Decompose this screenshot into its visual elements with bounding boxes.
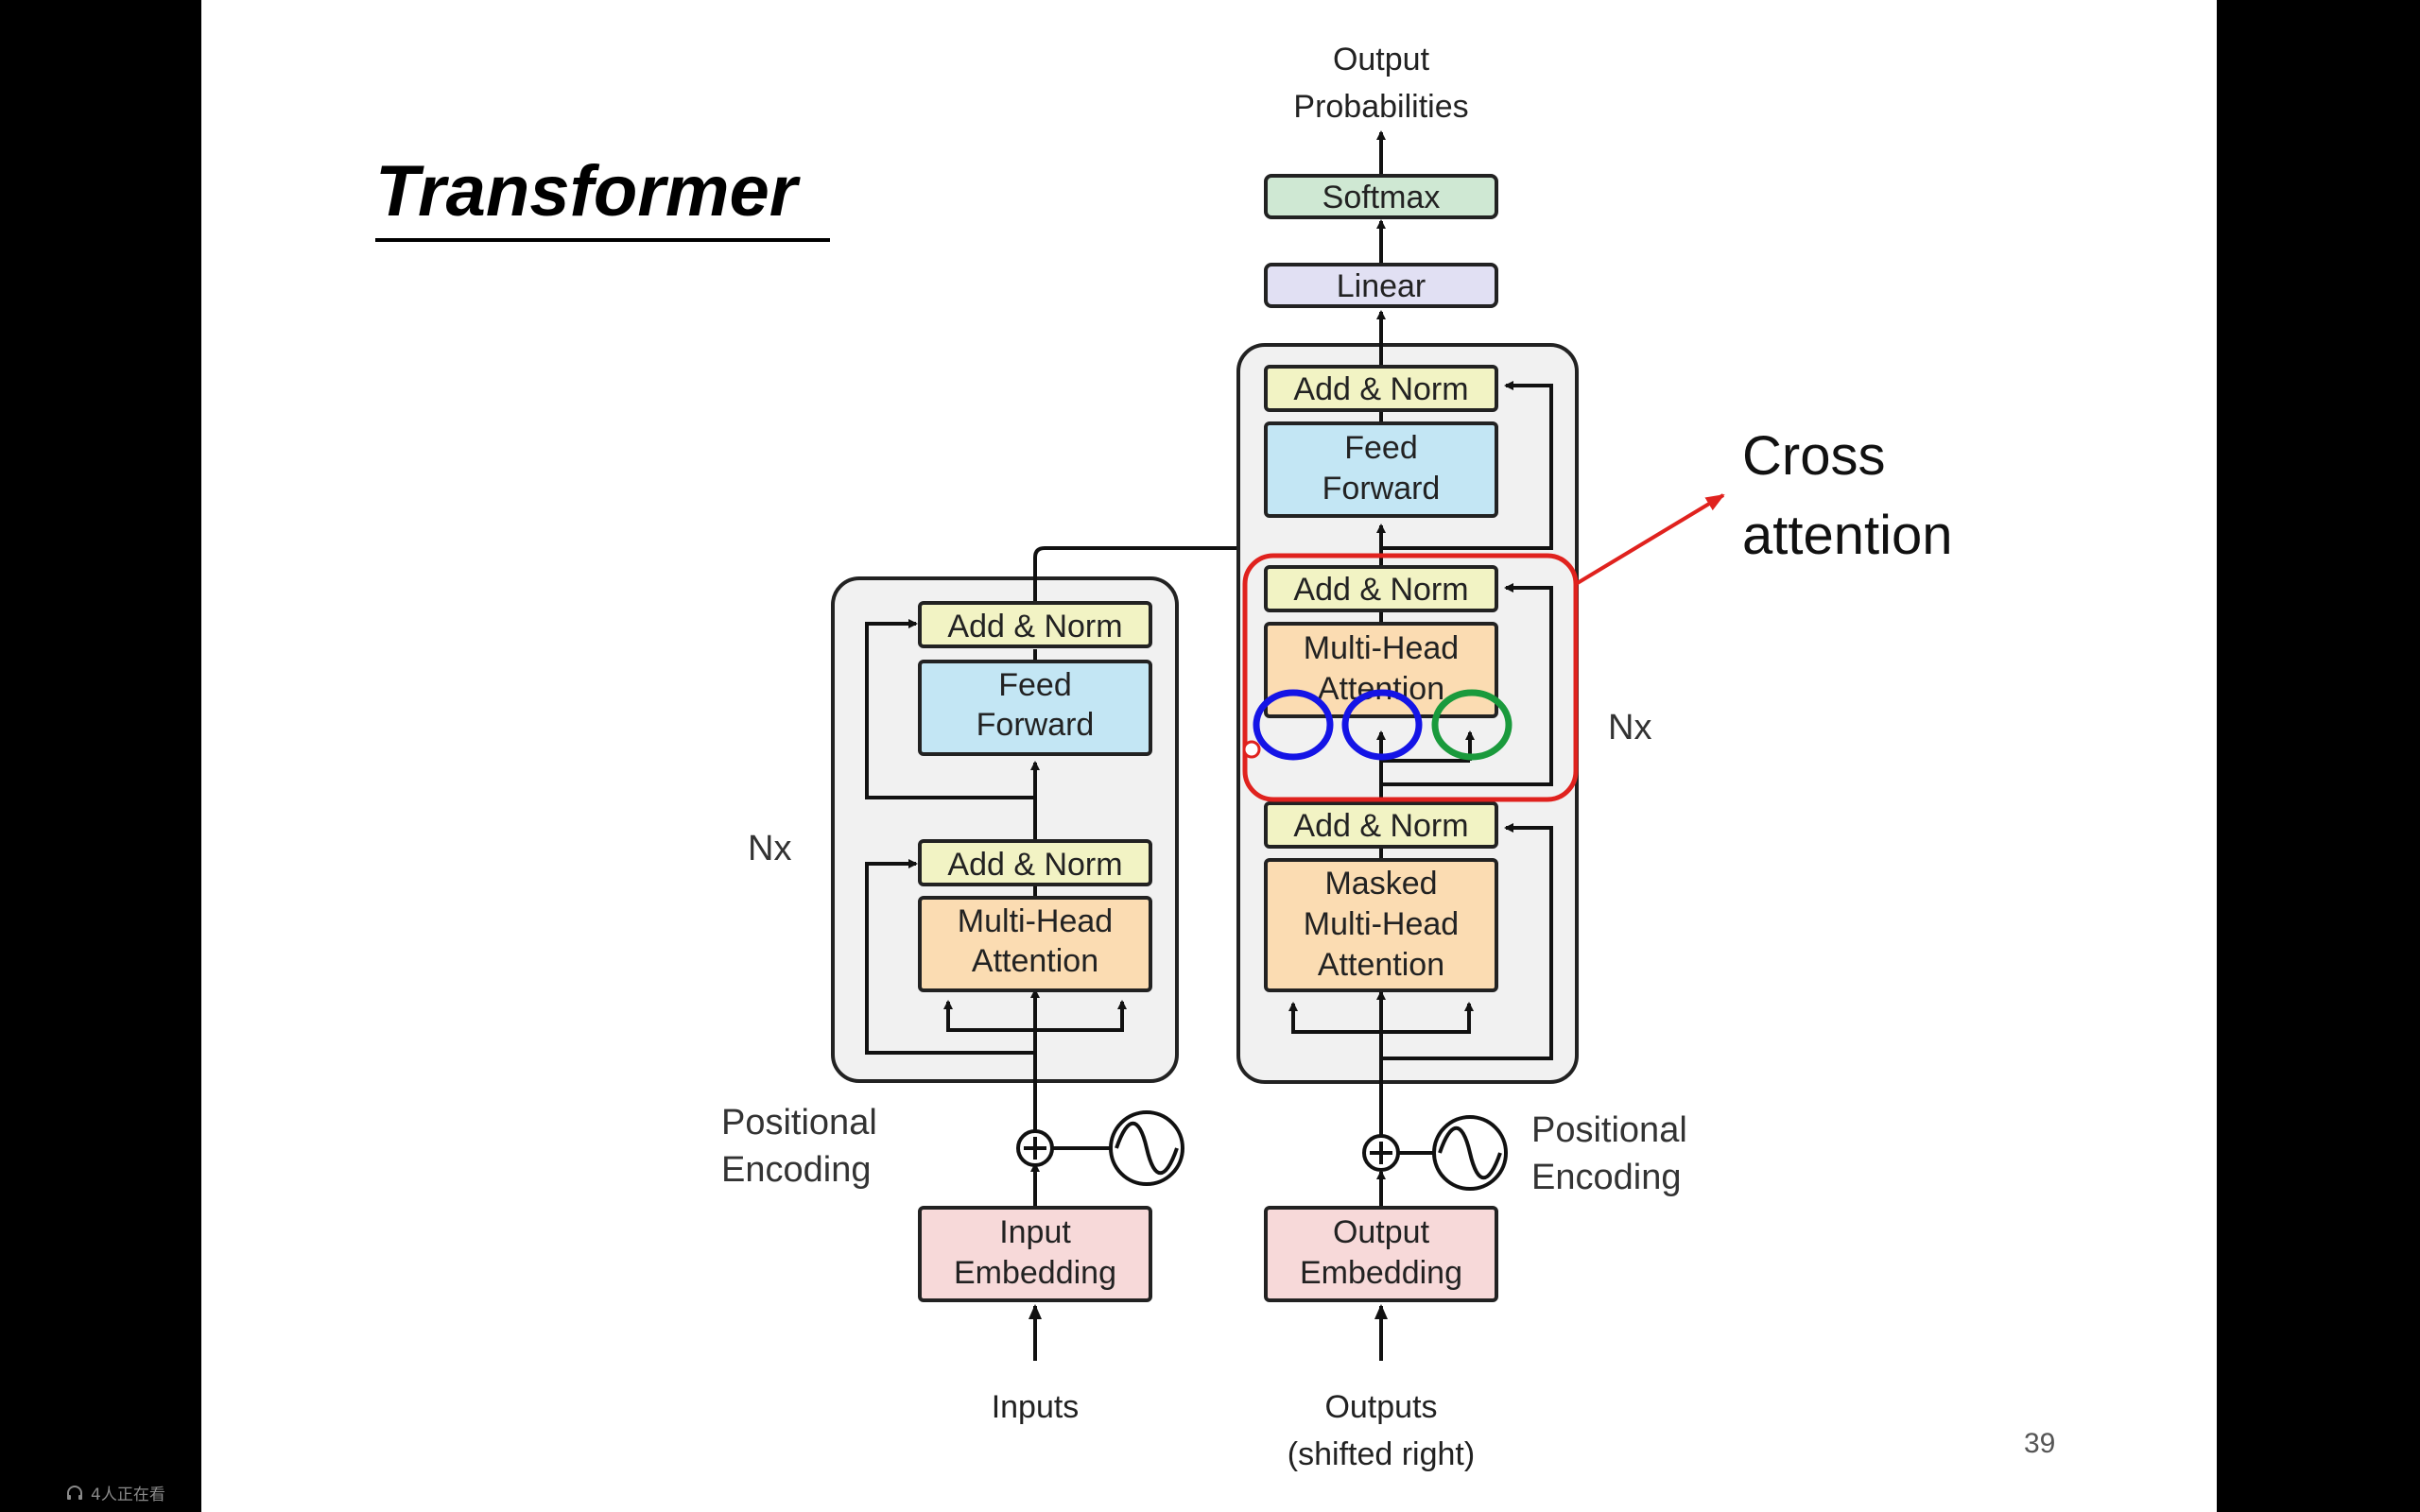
encoder-positional-label-1: Positional [721,1103,877,1143]
softmax-block [1264,174,1498,219]
decoder-add-norm-top-label: Add & Norm [1293,371,1468,407]
encoder-attn-k-arrow [943,1000,1035,1032]
encoder-positional-label-2: Encoding [721,1150,871,1190]
output-probabilities-label-1: Output [1333,42,1430,77]
decoder-cross-attention-label-1: Multi-Head [1304,630,1459,666]
decoder-masked-attention [1264,858,1498,992]
encoder-multi-head-attention [918,896,1152,992]
decoder-masked-v-arrow [1381,1002,1474,1034]
decoder-positional-label-2: Encoding [1531,1158,1681,1197]
decoder-feed-forward-label-1: Feed [1344,430,1418,466]
key-highlight-circle [1253,689,1334,761]
encoder-add-norm-bottom-label: Add & Norm [947,847,1122,883]
viewer-status-text: 4人正在看 [91,1486,165,1504]
input-embedding [918,1206,1152,1302]
cross-attention-label-2: attention [1742,505,1953,566]
outputs-label-1: Outputs [1324,1389,1437,1425]
decoder-masked-attention-label-3: Attention [1318,947,1444,983]
page-number: 39 [2024,1428,2055,1459]
transformer-diagram: Transformer Add & Norm Feed Forward Add … [375,42,2055,1472]
decoder-masked-k-arrow [1288,1002,1381,1034]
linear-block [1264,263,1498,308]
decoder-add-norm-top [1264,365,1498,412]
encoder-add-norm-top [918,601,1152,648]
decoder-feed-forward-label-2: Forward [1322,471,1441,507]
encoder-add-norm-top-label: Add & Norm [947,609,1122,644]
query-highlight-circle [1431,689,1512,761]
input-embedding-label-1: Input [999,1214,1071,1250]
linear-label: Linear [1337,268,1426,304]
decoder-masked-attention-label-1: Masked [1324,866,1437,902]
output-embedding-label-2: Embedding [1300,1255,1462,1291]
encoder-residual-2 [865,619,1035,799]
encoder-feed-forward [918,660,1152,756]
encoder-attention-label-1: Multi-Head [958,903,1113,939]
encoder-layer-box [831,576,1179,1083]
encoder-add-norm-bottom [918,839,1152,886]
output-embedding [1264,1206,1498,1302]
slide-title: Transformer [375,151,830,242]
cross-attention-label-1: Cross [1742,425,1885,487]
cursor-dot-icon [1242,740,1261,759]
inputs-label: Inputs [992,1389,1080,1425]
encoder-feed-forward-label-1: Feed [998,667,1072,703]
decoder-cross-attention-label-2: Attention [1318,671,1444,707]
encoder-attention-label-2: Attention [972,943,1098,979]
headset-icon [67,1485,82,1500]
outputs-label-2: (shifted right) [1288,1436,1475,1472]
decoder-feed-forward [1264,421,1498,518]
output-embedding-label-1: Output [1333,1214,1430,1250]
decoder-add-norm-mid-label: Add & Norm [1293,572,1468,608]
decoder: Add & Norm Feed Forward Add & Norm Multi… [1236,42,1687,1472]
output-probabilities-label-2: Probabilities [1293,89,1468,125]
encoder: Add & Norm Feed Forward Add & Norm Multi… [721,546,1501,1425]
decoder-residual-3 [1381,381,1553,550]
decoder-masked-attention-label-2: Multi-Head [1304,906,1459,942]
decoder-add-norm-mid [1264,565,1498,612]
title-text: Transformer [375,151,802,232]
cross-attention-highlight-box [1242,553,1579,802]
decoder-add-norm-bottom [1264,801,1498,849]
value-highlight-circle [1341,689,1423,761]
cross-attention-arrow [1574,493,1725,586]
decoder-cross-attention [1264,622,1498,718]
decoder-positional-label-1: Positional [1531,1110,1687,1150]
decoder-repeat-label: Nx [1608,708,1651,747]
encoder-repeat-label: Nx [748,829,791,868]
encoder-feed-forward-label-2: Forward [977,707,1095,743]
slide: Transformer Add & Norm Feed Forward Add … [201,0,2217,1512]
decoder-add-norm-bottom-label: Add & Norm [1293,808,1468,844]
viewer-status: 4人正在看 [66,1481,165,1504]
encoder-attn-v-arrow [1035,1000,1127,1032]
cross-attention-annotation: Cross attention [1242,425,1953,802]
softmax-label: Softmax [1322,180,1441,215]
input-embedding-label-2: Embedding [954,1255,1116,1291]
decoder-residual-2 [1381,583,1553,786]
